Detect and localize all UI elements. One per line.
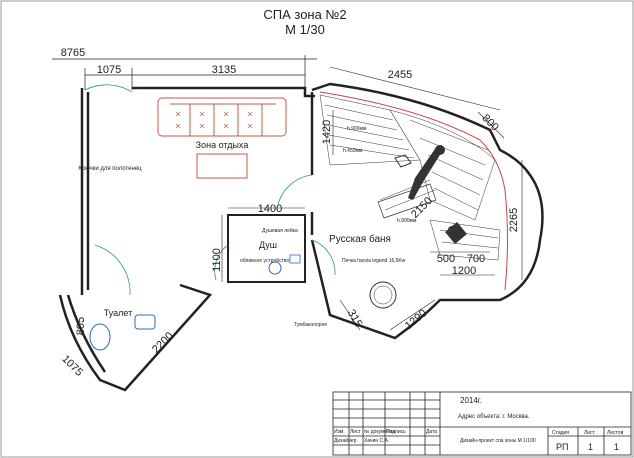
stamp-h-sheet: Лист xyxy=(584,430,596,436)
label-pour-device: обливное устройство xyxy=(240,257,289,264)
stamp-col-date: Дата xyxy=(426,429,437,435)
dimension-top xyxy=(52,55,317,90)
stamp-stage: РП xyxy=(556,442,568,452)
room-rest: Зона отдыха xyxy=(196,140,249,150)
dim-8765: 8765 xyxy=(61,47,85,59)
doors[interactable] xyxy=(84,84,336,296)
dim-1100: 1100 xyxy=(211,248,223,272)
stamp-address: Адрес объекта: г. Москва. xyxy=(458,414,530,420)
dim-800: 800 xyxy=(479,112,500,133)
dim-1290: 1290 xyxy=(403,307,429,332)
dim-3135: 3135 xyxy=(212,64,236,76)
dim-2200: 2200 xyxy=(150,330,176,356)
stamp-col-list: Лист xyxy=(350,429,362,435)
stove-icon xyxy=(369,281,397,309)
walls xyxy=(58,82,544,392)
sink-icon xyxy=(134,314,156,330)
stamp-sheets: 1 xyxy=(614,442,619,452)
faucet-icon xyxy=(289,254,301,264)
stamp-role: Дизайнер xyxy=(334,437,357,444)
dim-1075-bottom: 1075 xyxy=(59,353,85,379)
dim-1075-top: 1075 xyxy=(97,64,121,76)
dim-500: 500 xyxy=(437,253,455,265)
dim-1400: 1400 xyxy=(258,203,282,215)
stamp-col-ndoc: № документа xyxy=(364,429,395,435)
dim-2455: 2455 xyxy=(388,69,412,81)
sofa xyxy=(157,97,287,137)
stamp-name: Хачин С.А. xyxy=(364,438,389,444)
title-block xyxy=(332,391,632,456)
stamp-col-izm: Изм. xyxy=(334,429,345,435)
sauna-inner-wall xyxy=(319,91,508,291)
label-stove: Печка harvia legend 16,5Kw xyxy=(342,258,406,264)
person-figures xyxy=(394,145,467,244)
stamp-project: Дизайн-проект спа зоны М 1/100 xyxy=(460,437,536,444)
label-shower-can: Душевая лейка xyxy=(262,227,298,234)
room-toilet: Туалет xyxy=(104,308,132,318)
dim-805: 805 xyxy=(75,317,87,335)
dim-1420: 1420 xyxy=(321,120,333,144)
label-h450: h.450мм xyxy=(343,148,363,154)
drain-icon xyxy=(268,261,282,275)
room-banya: Русская баня xyxy=(329,233,391,245)
stamp-h-stage: Стадия xyxy=(552,430,569,436)
stamp-col-sign: Подпись xyxy=(386,429,406,435)
label-h900: h.900мм xyxy=(347,126,367,132)
toilet-bowl-icon xyxy=(89,323,111,351)
dim-700: 700 xyxy=(467,253,485,265)
label-hooks: Крючки для полотенец xyxy=(78,166,142,172)
stamp-h-sheets: Листов xyxy=(607,430,624,436)
dim-1200: 1200 xyxy=(452,265,476,277)
label-tumba: Тумбаколорне xyxy=(294,322,327,328)
dim-2265: 2265 xyxy=(508,208,520,232)
drawing-title: СПА зона №2 xyxy=(263,7,346,22)
stamp-year: 2014г. xyxy=(460,396,482,405)
stamp-sheet: 1 xyxy=(588,442,593,452)
room-shower: Душ xyxy=(259,240,277,250)
sauna-dimension-lines xyxy=(329,66,523,331)
coffee-table xyxy=(196,153,248,179)
sofa-crosses xyxy=(175,111,253,129)
label-h900b: h.900мм xyxy=(397,218,417,224)
drawing-scale: М 1/30 xyxy=(285,22,325,37)
